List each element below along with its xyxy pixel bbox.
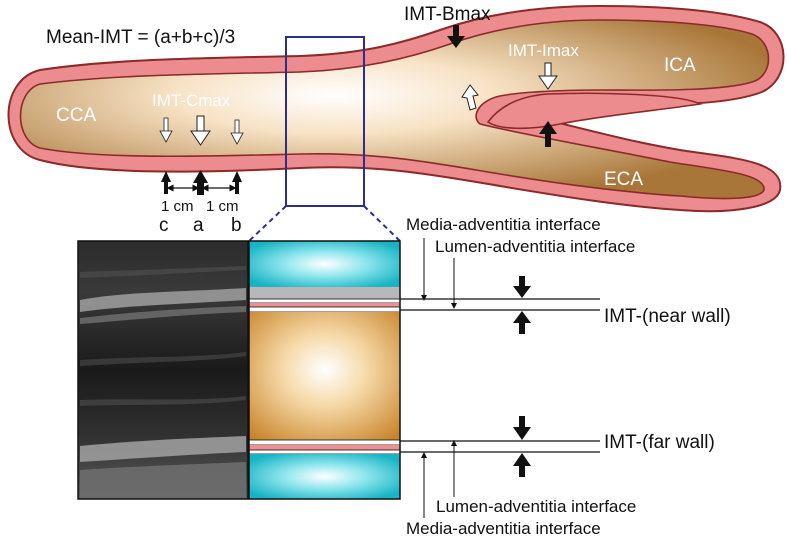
cmax-left-arrow-icon	[159, 117, 173, 143]
zoom-line-right	[363, 205, 401, 242]
imt-bmax-label: IMT-Bmax	[404, 4, 491, 25]
carotid-vessel	[7, 4, 785, 213]
imt-cmax-label: IMT-Cmax	[152, 91, 231, 110]
bifurcation-open-arrow-icon	[461, 84, 479, 111]
far-wall-up-arrow-icon	[513, 453, 531, 477]
schematic-near-adventitia	[249, 287, 400, 299]
cmax-right-arrow-icon	[230, 119, 244, 145]
wall-schematic	[248, 240, 401, 500]
cmax-center-arrow-icon	[190, 115, 211, 146]
far-wall-down-arrow-icon	[513, 416, 531, 440]
point-a-label: a	[193, 215, 204, 236]
schematic-lumen	[249, 312, 400, 440]
point-c-arrow-icon	[161, 171, 171, 194]
measurement-points: 1 cm 1 cm c a b	[159, 170, 242, 236]
ultrasound-image	[77, 240, 249, 500]
schematic-far-edge	[248, 439, 401, 446]
vessel-lumen	[19, 19, 770, 200]
schematic-far-intima	[248, 449, 401, 455]
spacing-right-label: 1 cm	[206, 198, 239, 215]
point-a-arrow-icon	[193, 170, 208, 195]
ica-label: ICA	[664, 55, 696, 76]
cca-label: CCA	[56, 105, 96, 126]
schematic-near-media	[249, 303, 400, 307]
bmax-arrow-icon	[447, 25, 465, 48]
point-b-arrow-icon	[232, 171, 242, 194]
mean-imt-formula: Mean-IMT = (a+b+c)/3	[46, 27, 235, 48]
highlight-box	[285, 36, 365, 207]
imt-far-wall-label: IMT-(far wall)	[604, 432, 715, 453]
schematic-far-media	[249, 445, 400, 450]
top-media-adventitia-label: Media-adventitia interface	[406, 215, 601, 234]
schematic-top-cyan	[249, 241, 400, 287]
eca-up-arrow-icon	[539, 121, 557, 147]
zoom-line-left	[248, 205, 287, 242]
top-lumen-adventitia-label: Lumen-adventitia interface	[435, 237, 635, 256]
interface-annotations: Media-adventitia interface Lumen-adventi…	[400, 215, 731, 538]
eca-label: ECA	[604, 169, 643, 190]
near-wall-down-arrow-icon	[513, 276, 531, 298]
point-b-label: b	[231, 215, 242, 236]
spacing-left-label: 1 cm	[161, 198, 194, 215]
imt-imax-label: IMT-Imax	[508, 41, 579, 60]
schematic-near-edge	[248, 306, 401, 313]
imax-arrow-icon	[538, 62, 558, 90]
cmax-arrows	[159, 115, 244, 146]
bottom-media-adventitia-label: Media-adventitia interface	[406, 519, 601, 538]
schematic-near-intima	[248, 298, 401, 304]
point-c-label: c	[159, 215, 169, 236]
imt-near-wall-label: IMT-(near wall)	[604, 306, 731, 327]
schematic-bottom-cyan	[249, 454, 400, 499]
bottom-lumen-adventitia-label: Lumen-adventitia interface	[436, 497, 636, 516]
near-wall-up-arrow-icon	[513, 311, 531, 334]
